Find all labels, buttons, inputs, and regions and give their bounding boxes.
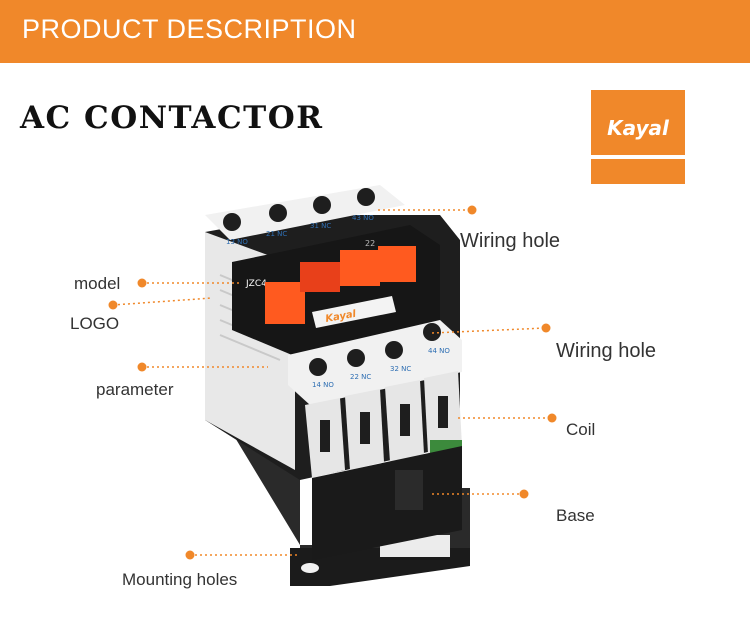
screw-hole — [357, 188, 375, 206]
top-terminal-label: 43 NO — [352, 214, 374, 222]
screw-hole — [313, 196, 331, 214]
bottom-terminal-label: 22 NC — [350, 373, 371, 381]
callout-leaders — [112, 209, 552, 556]
top-terminal-label: 21 NC — [266, 230, 287, 238]
screw-hole — [347, 349, 365, 367]
callout-wiring-hole-right: Wiring hole — [556, 340, 657, 362]
logo-stripe — [591, 155, 685, 159]
brand-logo-text: Kayal — [607, 116, 669, 140]
screw-hole — [269, 204, 287, 222]
top-terminal-label: 13 NO — [226, 238, 248, 246]
callout-logo: LOGO — [70, 314, 120, 333]
model-marking: JZC4 — [245, 279, 267, 289]
callout-wiring-hole-top: Wiring hole — [460, 230, 561, 252]
top-terminal-label: 31 NC — [310, 222, 331, 230]
lower-body — [312, 446, 462, 560]
screw-hole — [223, 213, 241, 231]
callout-dots — [108, 205, 557, 560]
callout-model: model — [74, 274, 121, 293]
top-terminal-strip — [205, 185, 405, 240]
bottom-terminal-strip — [288, 320, 462, 405]
actuator-orange — [265, 282, 305, 324]
actuator-orange — [378, 246, 416, 282]
callout-parameter: parameter — [96, 380, 174, 399]
callout-mounting-holes: Mounting holes — [122, 570, 238, 589]
screw-hole — [385, 341, 403, 359]
header-banner: PRODUCT DESCRIPTION — [0, 0, 750, 63]
bottom-terminal-label: 44 NO — [428, 347, 450, 355]
mounting-hole — [301, 563, 319, 573]
side-marking: 22 — [365, 239, 375, 248]
banner-title: PRODUCT DESCRIPTION — [22, 14, 357, 44]
mounting-foot — [290, 548, 470, 586]
actuator-orange — [340, 250, 380, 286]
screw-hole — [309, 358, 327, 376]
screw-hole — [423, 323, 441, 341]
brand-logo: Kayal — [591, 90, 685, 184]
page-title: AC CONTACTOR — [20, 100, 324, 136]
callout-coil: Coil — [566, 420, 596, 439]
body-logo: Kayal — [325, 309, 358, 325]
callout-base: Base — [556, 506, 595, 525]
bottom-terminal-label: 32 NC — [390, 365, 411, 373]
body-logo-plate — [312, 296, 396, 328]
bottom-terminal-label: 14 NO — [312, 381, 334, 389]
actuator-orange — [300, 262, 340, 292]
